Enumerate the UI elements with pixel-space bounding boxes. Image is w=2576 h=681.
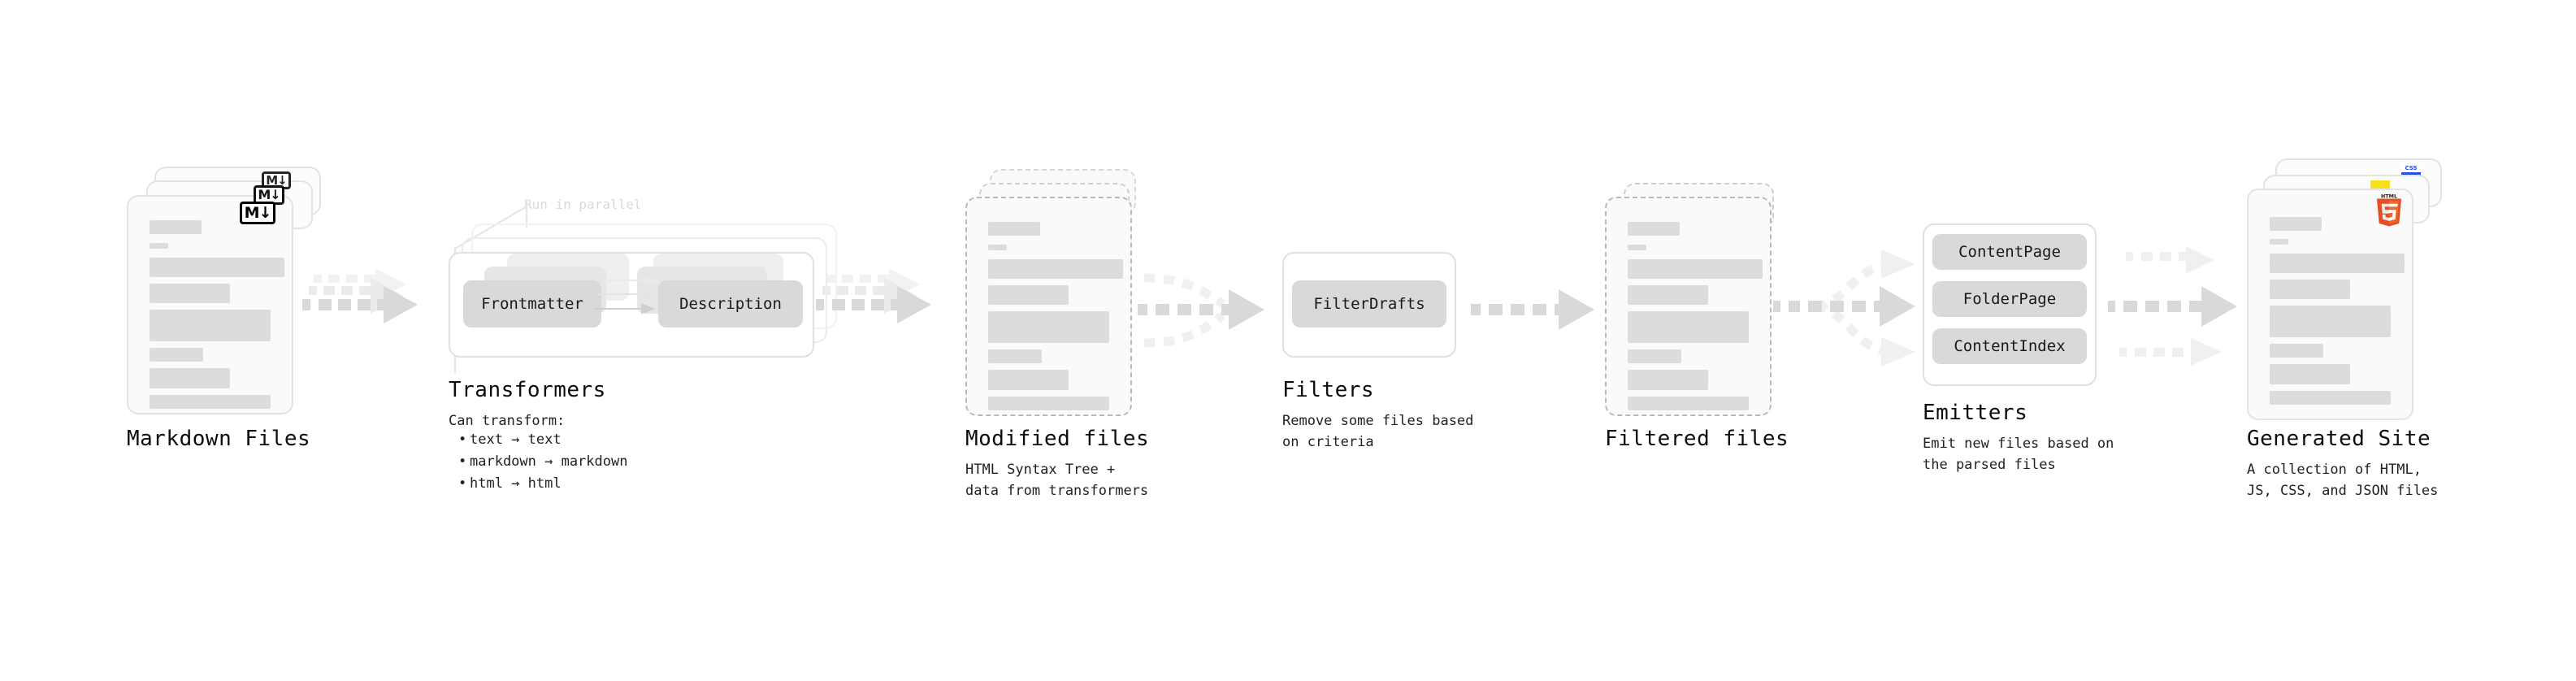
stage-title-filters: Filters	[1282, 378, 1375, 402]
chip-folderpage[interactable]: FolderPage	[1932, 281, 2087, 317]
arrow-filters-to-filtered	[1471, 289, 1594, 330]
transformers-description-heading: Can transform:	[449, 413, 566, 429]
generated-site-description: A collection of HTML, JS, CSS, and JSON …	[2247, 462, 2439, 500]
transform-item-1: markdown → markdown	[457, 451, 627, 473]
run-in-parallel-label: Run in parallel	[524, 197, 642, 212]
filters-description: Remove some files based on criteria	[1282, 413, 1474, 451]
site-card-front	[2247, 189, 2413, 420]
html5-icon: HTML	[2376, 193, 2402, 227]
arrow-markdown-to-transformers	[302, 268, 418, 323]
transformers-description-list: text → text markdown → markdown html → h…	[457, 429, 627, 496]
chip-frontmatter[interactable]: Frontmatter	[463, 280, 601, 327]
modified-files-description: HTML Syntax Tree + data from transformer…	[965, 462, 1149, 500]
chip-contentindex[interactable]: ContentIndex	[1932, 328, 2087, 364]
arrow-transformers-to-modified	[816, 268, 931, 323]
stage-title-markdown-files: Markdown Files	[127, 427, 311, 451]
stage-title-modified-files: Modified files	[965, 427, 1150, 451]
stage-title-generated-site: Generated Site	[2247, 427, 2431, 451]
stage-title-transformers: Transformers	[449, 378, 606, 402]
markdown-card-front	[127, 195, 293, 414]
emitters-description: Emit new files based on the parsed files	[1923, 436, 2114, 474]
transformer-inner-arrows	[593, 275, 659, 314]
stage-title-filtered-files: Filtered files	[1605, 427, 1789, 451]
chip-description[interactable]: Description	[658, 280, 803, 327]
svg-text:HTML: HTML	[2381, 193, 2397, 199]
transform-item-2: html → html	[457, 473, 627, 495]
css-badge: CSS	[2401, 166, 2421, 176]
stage-title-emitters: Emitters	[1923, 401, 2028, 425]
filtered-card-front	[1605, 197, 1772, 416]
arrow-emitters-to-site	[2108, 246, 2237, 366]
chip-contentpage[interactable]: ContentPage	[1932, 234, 2087, 270]
transform-item-0: text → text	[457, 429, 627, 451]
arrow-modified-to-filters-merge	[1138, 273, 1264, 348]
modified-card-front	[965, 197, 1132, 416]
markdown-badge-front: M↓	[240, 202, 275, 224]
arrow-filtered-to-emitters-split	[1773, 249, 1915, 367]
chip-filterdrafts[interactable]: FilterDrafts	[1292, 280, 1446, 327]
js-badge	[2370, 180, 2390, 190]
